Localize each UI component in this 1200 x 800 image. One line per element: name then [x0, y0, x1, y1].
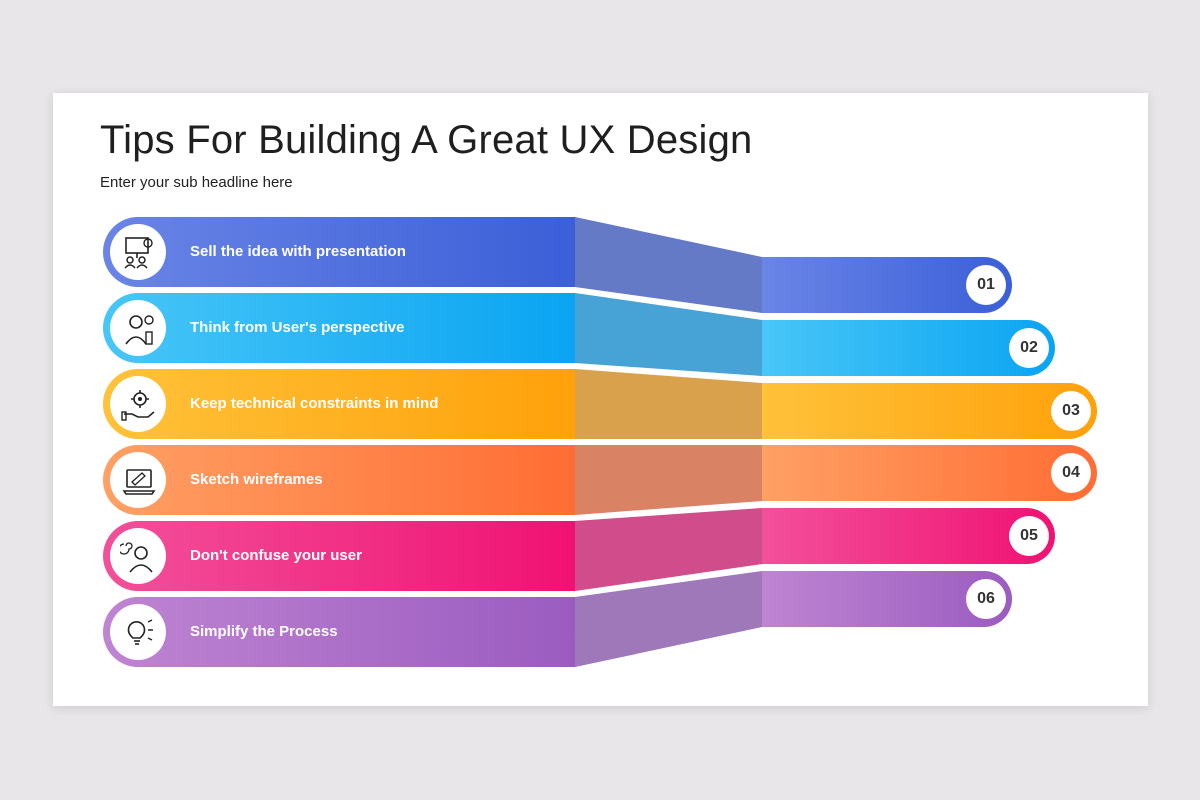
- connector-shade: [575, 571, 762, 667]
- connector-band: [575, 293, 762, 376]
- left-band: [103, 369, 575, 439]
- lightbulb-icon: [110, 604, 166, 660]
- connector-band: [575, 217, 762, 313]
- connector-shade: [575, 293, 762, 376]
- step-number-badge: 04: [1051, 453, 1091, 493]
- connector-shade: [575, 445, 762, 515]
- step-number-badge: 01: [966, 265, 1006, 305]
- connector-band: [575, 508, 762, 591]
- right-band: [762, 320, 1055, 376]
- connector-band: [575, 445, 762, 515]
- connector-shade: [575, 369, 762, 439]
- page-subtitle: Enter your sub headline here: [100, 174, 293, 191]
- tip-label: Sell the idea with presentation: [190, 243, 406, 260]
- confused-user-icon: [110, 528, 166, 584]
- step-number-badge: 05: [1009, 516, 1049, 556]
- tip-label: Sketch wireframes: [190, 471, 323, 488]
- left-band: [103, 293, 575, 363]
- laptop-sketch-icon: [110, 452, 166, 508]
- presentation-icon: [110, 224, 166, 280]
- left-band: [103, 597, 575, 667]
- step-number-badge: 03: [1051, 391, 1091, 431]
- tip-label: Simplify the Process: [190, 623, 338, 640]
- right-band: [762, 383, 1097, 439]
- tip-label: Don't confuse your user: [190, 547, 362, 564]
- left-band: [103, 445, 575, 515]
- right-band: [762, 571, 1012, 627]
- left-band: [103, 521, 576, 591]
- connector-shade: [575, 508, 762, 591]
- right-band: [762, 257, 1012, 313]
- user-thinking-icon: [110, 300, 166, 356]
- right-band: [762, 445, 1097, 501]
- gear-hand-icon: [110, 376, 166, 432]
- tip-label: Keep technical constraints in mind: [190, 395, 439, 412]
- connector-band: [575, 369, 762, 439]
- tip-label: Think from User's perspective: [190, 319, 405, 336]
- connector-shade: [575, 217, 762, 313]
- connector-band: [575, 571, 762, 667]
- step-number-badge: 06: [966, 579, 1006, 619]
- left-band: [103, 217, 575, 287]
- page-title: Tips For Building A Great UX Design: [100, 118, 753, 162]
- right-band: [762, 508, 1055, 564]
- step-number-badge: 02: [1009, 328, 1049, 368]
